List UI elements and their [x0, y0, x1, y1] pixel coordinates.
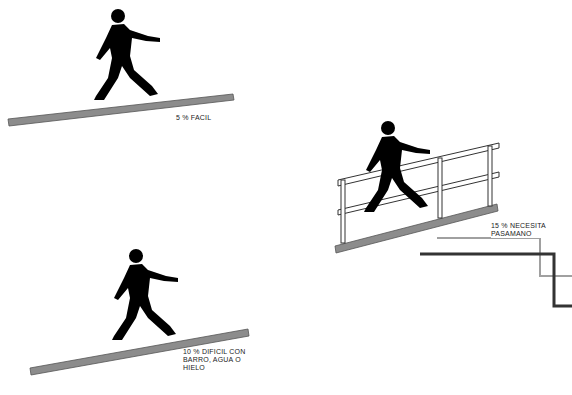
slope-note: 10 % DIFICIL CON BARRO, AGUA O HIELO [183, 348, 247, 372]
step-section [420, 254, 572, 306]
ramp-10 [30, 329, 249, 375]
slope-note: 15 % NECESITA PASAMANO [491, 222, 553, 238]
walking-figure [364, 121, 430, 212]
walking-figure [94, 9, 160, 100]
walking-figure [112, 249, 178, 340]
slope-note: 5 % FACIL [176, 114, 256, 122]
handrail [338, 143, 499, 243]
ramp-5 [8, 94, 234, 126]
ramp-15 [335, 204, 498, 253]
step-section [437, 238, 572, 276]
